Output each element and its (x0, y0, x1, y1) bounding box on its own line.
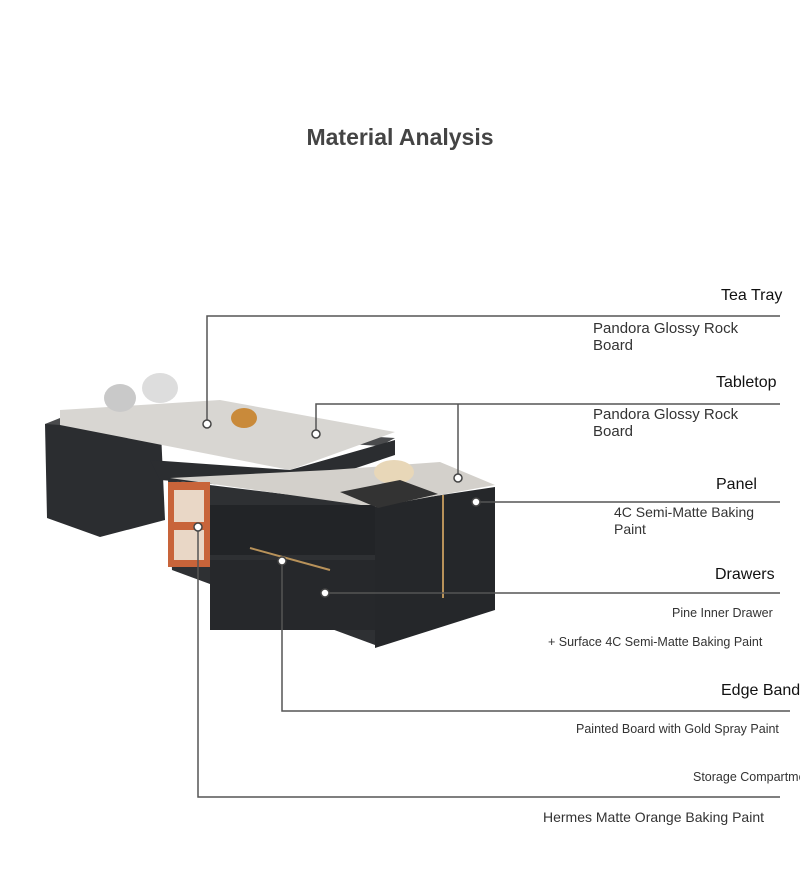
callout-tea-tray-material: Pandora Glossy Rock Board (593, 320, 739, 354)
callout-storage-label: Storage Compartment (693, 770, 800, 784)
tabletop-marker-2 (453, 473, 463, 483)
callout-tea-tray-label: Tea Tray (721, 287, 783, 304)
callout-drawers-material: Pine Inner Drawer (672, 606, 773, 620)
callout-edge-band-material: Painted Board with Gold Spray Paint (576, 722, 779, 736)
edge-band-marker (277, 556, 287, 566)
callout-storage-material: Hermes Matte Orange Baking Paint (543, 809, 764, 825)
drawers-marker (320, 588, 330, 598)
callout-panel-label: Panel (716, 476, 757, 493)
tea-tray-marker (202, 419, 212, 429)
page-title: Material Analysis (306, 124, 494, 150)
tea-tray-top (60, 400, 395, 470)
callout-drawers-label: Drawers (715, 566, 775, 583)
callout-tabletop-material: Pandora Glossy Rock Board (593, 406, 739, 440)
panel-marker (471, 497, 481, 507)
left-cabinet (45, 410, 165, 537)
callout-panel-material: 4C Semi-Matte Baking Paint (614, 504, 755, 537)
callout-edge-band-label: Edge Band (721, 682, 800, 699)
storage-marker (193, 522, 203, 532)
tabletop-marker (311, 429, 321, 439)
callout-tabletop-label: Tabletop (716, 374, 777, 391)
callout-drawers-material-2: + Surface 4C Semi-Matte Baking Paint (548, 635, 763, 649)
